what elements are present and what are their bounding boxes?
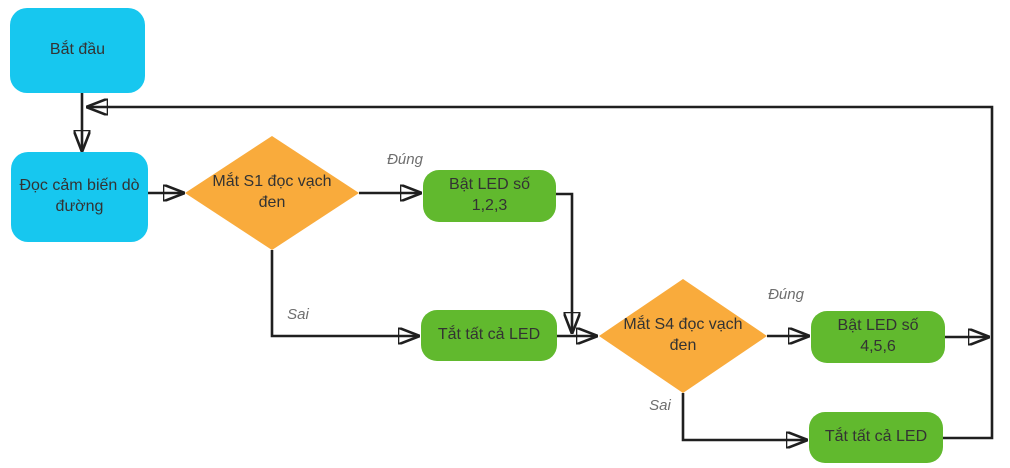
edge-return-loop	[88, 107, 994, 440]
node-read-sensor-label: Đọc cảm biến dò đường	[19, 177, 140, 215]
node-led456-on-label: Bật LED số 4,5,6	[837, 317, 919, 355]
node-led-all-off-1-label: Tắt tất cả LED	[437, 326, 541, 344]
edge-label-s1-false: Sai	[287, 306, 309, 323]
edge-label-s4-false: Sai	[649, 397, 671, 414]
node-led-all-off-2-label: Tắt tất cả LED	[824, 428, 928, 446]
node-start: Bắt đầu	[10, 8, 145, 93]
edge-s1-false-to-ledoff1	[270, 250, 418, 336]
node-led-all-off-2: Tắt tất cả LED	[809, 412, 943, 463]
edge-s4-false-to-ledoff2	[681, 393, 806, 440]
node-start-label: Bắt đầu	[49, 41, 106, 59]
edge-label-s1-true: Đúng	[387, 151, 423, 168]
node-led456-on: Bật LED số 4,5,6	[811, 311, 945, 363]
node-led123-on-label: Bật LED số 1,2,3	[449, 176, 530, 214]
node-led123-on: Bật LED số 1,2,3	[423, 170, 556, 222]
edge-label-s4-true: Đúng	[768, 286, 804, 303]
node-read-sensor: Đọc cảm biến dò đường	[11, 152, 148, 242]
node-s4-decision-label: Mắt S4 đọc vạch đen	[623, 316, 743, 354]
node-led-all-off-1: Tắt tất cả LED	[421, 310, 557, 361]
node-s1-decision-label: Mắt S1 đọc vạch đen	[212, 173, 332, 211]
edge-led123-down-join	[556, 192, 572, 332]
